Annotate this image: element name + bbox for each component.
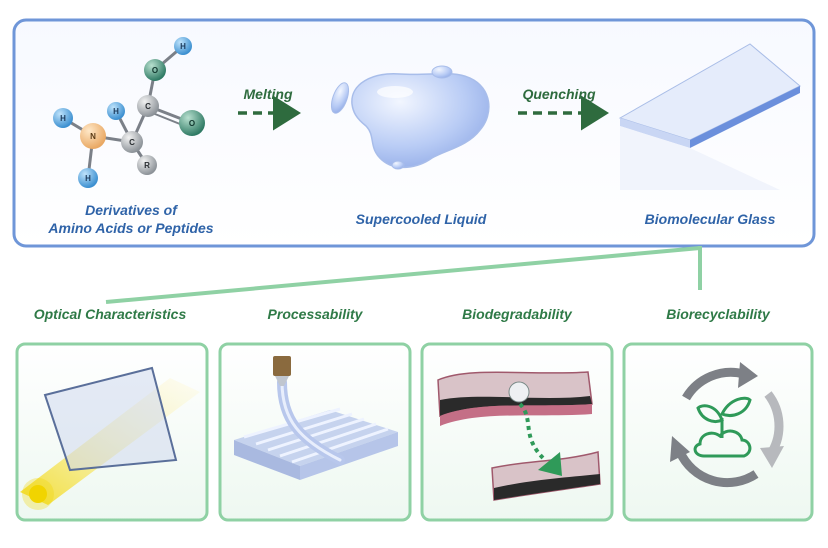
atom-label: C xyxy=(129,138,135,147)
intermediate-label: Supercooled Liquid xyxy=(355,211,487,227)
atom-label: N xyxy=(90,132,96,141)
property-box-optical xyxy=(15,342,209,522)
atom-label: H xyxy=(113,107,119,116)
atom-label: R xyxy=(144,161,150,170)
atom-label: H xyxy=(60,114,66,123)
property-box-biodegradability xyxy=(420,342,614,522)
amino-acid-molecule-icon: H N H H C R C O H O xyxy=(53,37,205,188)
source-label-line2: Amino Acids or Peptides xyxy=(48,220,214,236)
property-box-processability xyxy=(218,342,412,522)
melting-label: Melting xyxy=(243,86,293,102)
atom-label: C xyxy=(145,102,151,111)
atom-label: H xyxy=(180,42,186,51)
plant-icon xyxy=(693,396,752,458)
biomolecular-glass-icon xyxy=(618,43,801,190)
atom-label: H xyxy=(85,174,91,183)
product-label: Biomolecular Glass xyxy=(644,211,776,227)
source-label-line1: Derivatives of xyxy=(85,202,177,218)
supercooled-liquid-icon xyxy=(330,65,490,170)
connector-lines xyxy=(105,246,702,304)
property-label-biorecyclability: Biorecyclability xyxy=(666,306,770,322)
atom-label: O xyxy=(189,119,195,128)
property-label-optical: Optical Characteristics xyxy=(33,306,187,322)
property-label-processability: Processability xyxy=(267,306,363,322)
atom-label: O xyxy=(152,66,158,75)
property-label-biodegradability: Biodegradability xyxy=(462,306,572,322)
property-box-biorecyclability xyxy=(622,342,814,522)
quenching-label: Quenching xyxy=(522,86,596,102)
